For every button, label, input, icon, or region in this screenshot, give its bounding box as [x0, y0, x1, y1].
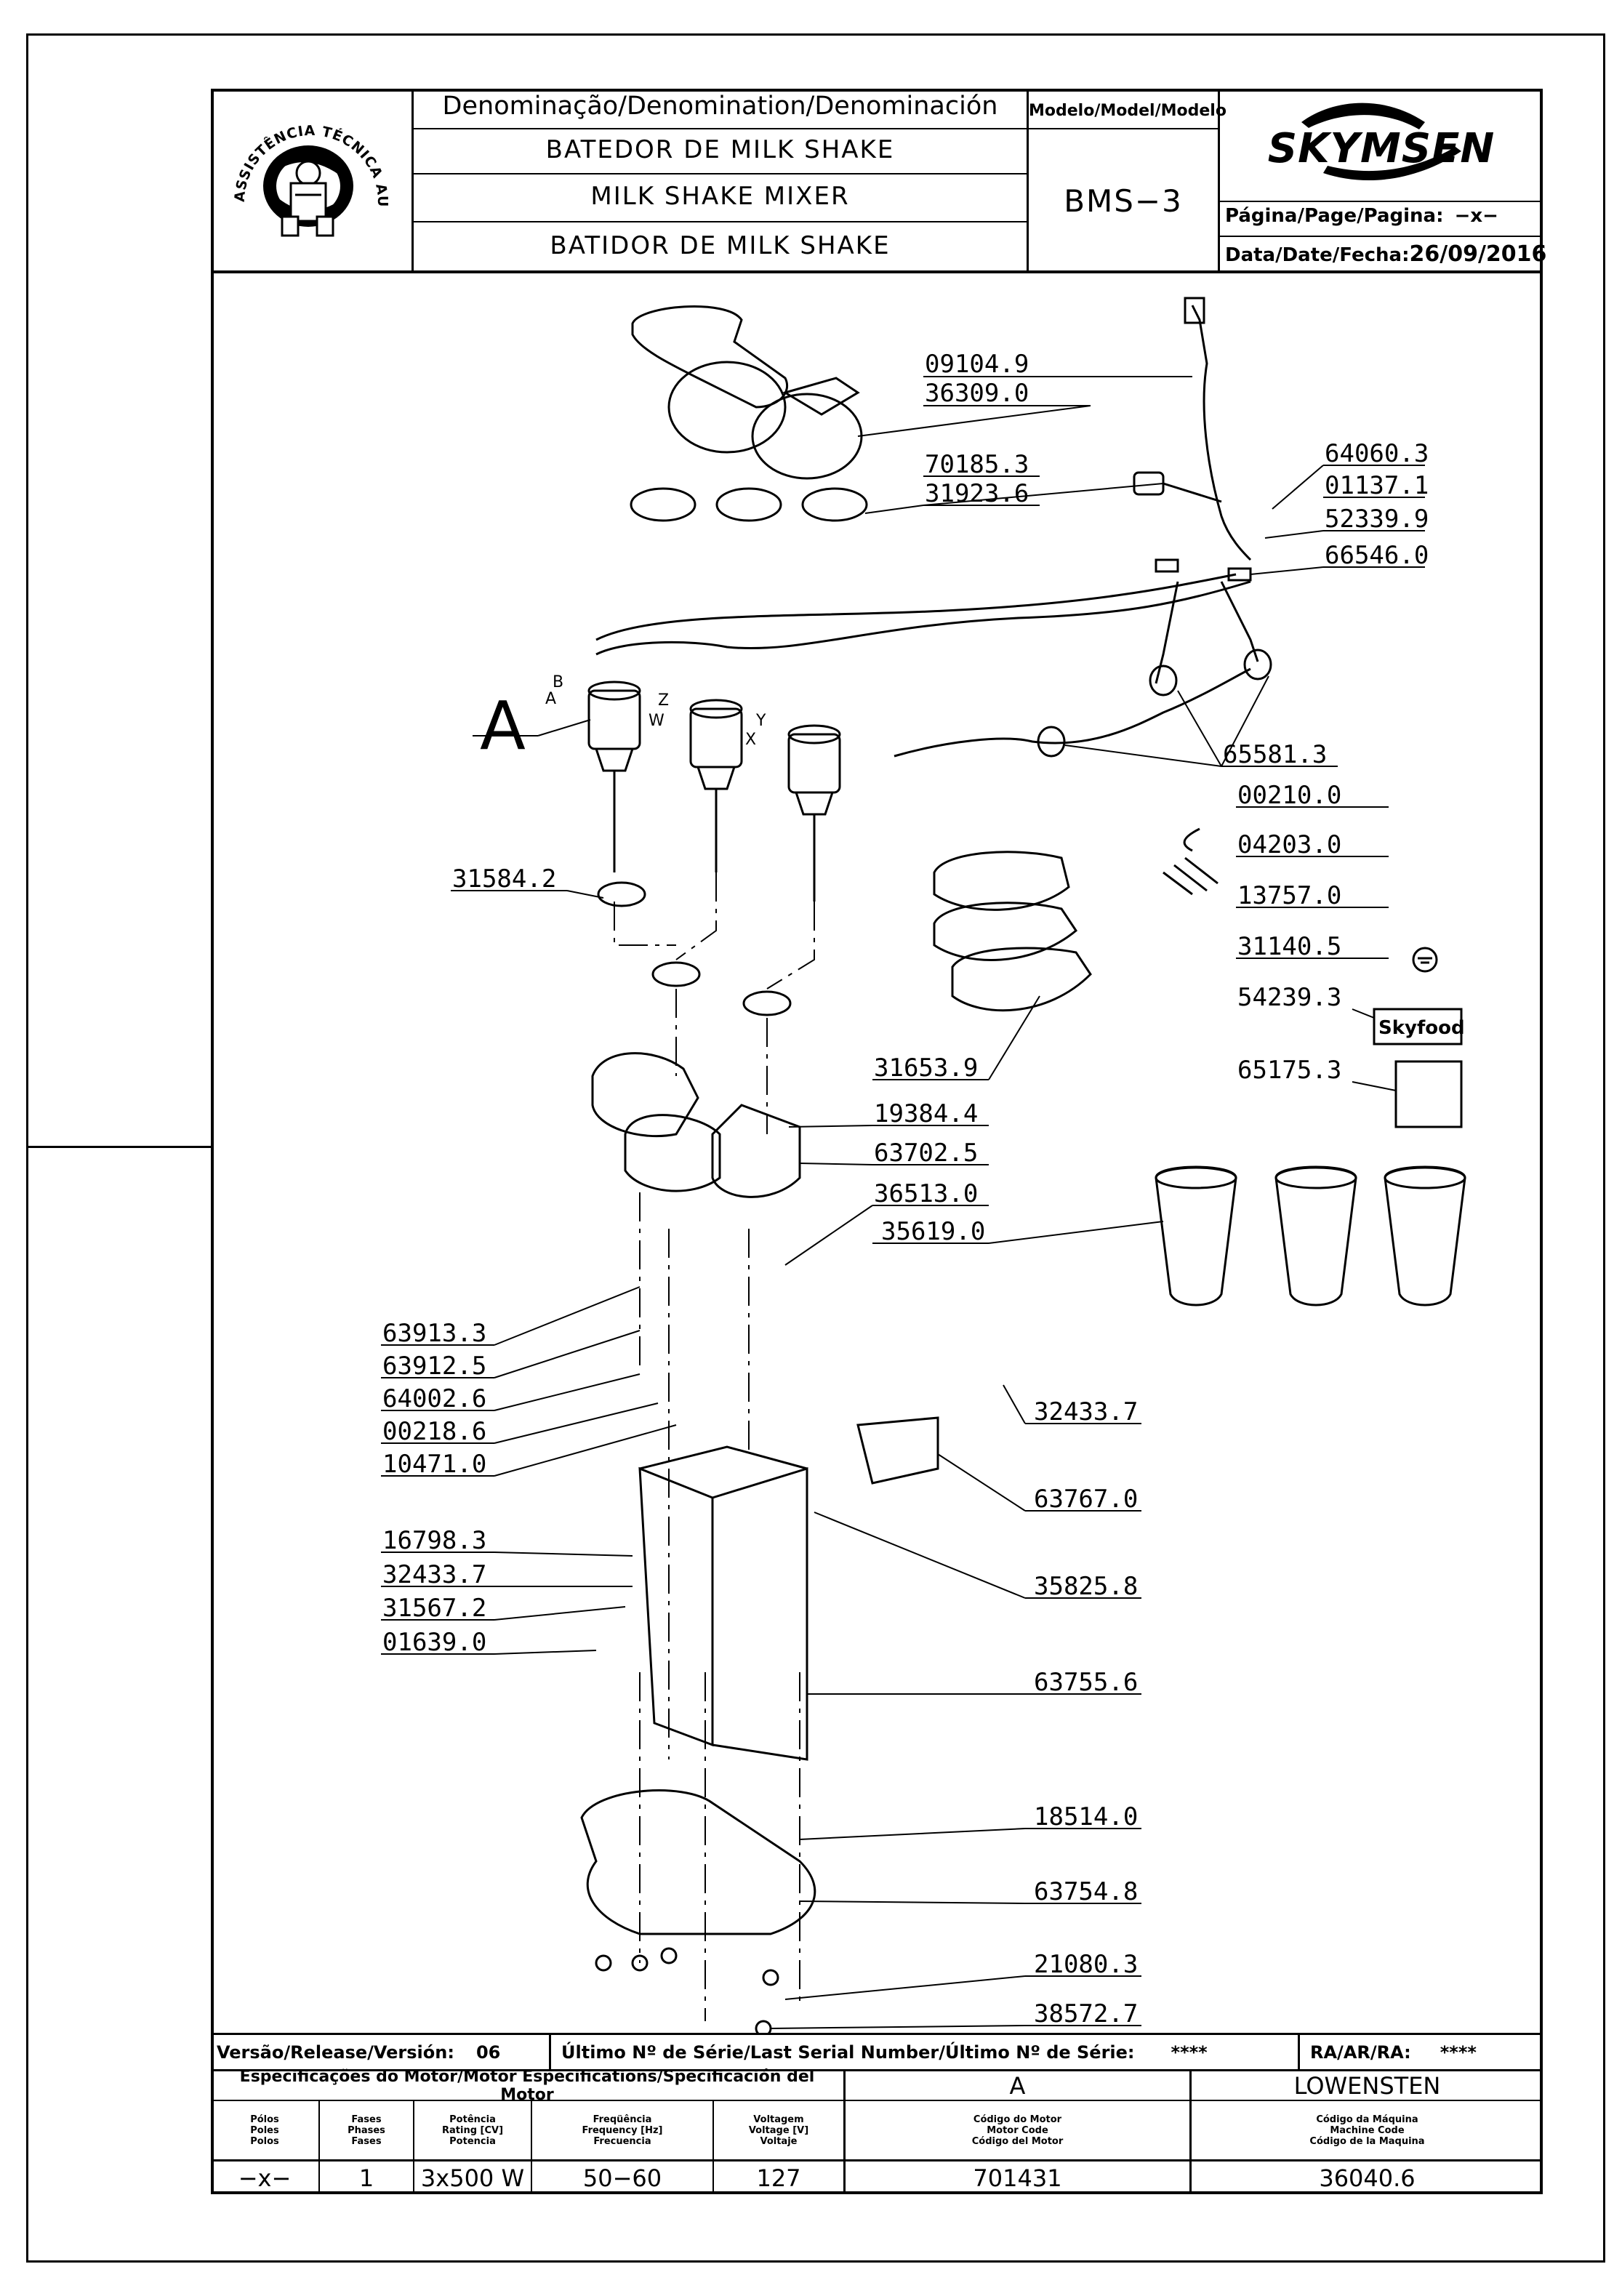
outer-frame — [26, 33, 1605, 2263]
part-63755: 63755.6 — [1034, 1668, 1138, 1697]
skymsen-swoosh-icon — [1301, 103, 1461, 180]
part-63912: 63912.5 — [382, 1352, 486, 1381]
sticker-brand: Skyfood — [1378, 1017, 1465, 1039]
part-63767: 63767.0 — [1034, 1485, 1138, 1514]
part-00218: 00218.6 — [382, 1417, 486, 1446]
connector-x: X — [745, 731, 756, 749]
part-70185: 70185.3 — [925, 450, 1029, 479]
col-voltage: Voltagem Voltage [V] Voltaje — [748, 2114, 809, 2147]
part-32433-side: 32433.7 — [382, 1560, 486, 1589]
col-frequency: Freqüência Frequency [Hz] Frecuencia — [582, 2114, 663, 2147]
part-13757: 13757.0 — [1237, 881, 1341, 910]
part-04203: 04203.0 — [1237, 830, 1341, 859]
part-65581: 65581.3 — [1223, 740, 1327, 769]
part-35619: 35619.0 — [881, 1217, 985, 1246]
version-field: Versão/Release/Versión: 06 — [211, 2035, 549, 2069]
part-64002: 64002.6 — [382, 1384, 486, 1413]
part-01137: 01137.1 — [1325, 471, 1429, 500]
part-63754: 63754.8 — [1034, 1877, 1138, 1906]
part-64060: 64060.3 — [1325, 439, 1429, 468]
ra-field: RA/AR/RA: **** — [1300, 2035, 1543, 2069]
connector-b: B — [553, 673, 563, 691]
name-es: BATIDOR DE MILK SHAKE — [550, 231, 891, 260]
part-31923: 31923.6 — [925, 479, 1029, 508]
name-pt: BATEDOR DE MILK SHAKE — [545, 135, 895, 164]
connector-y: Y — [755, 712, 766, 730]
part-10471: 10471.0 — [382, 1450, 486, 1479]
model-label: Modelo/Model/Modelo — [1029, 102, 1226, 120]
left-separator — [26, 1146, 213, 1148]
motor-group — [587, 681, 841, 902]
part-00210: 00210.0 — [1237, 781, 1341, 810]
view-letter-a: A — [480, 687, 526, 765]
date-value: 26/09/2016 — [1409, 241, 1547, 267]
machine-code-value: 36040.6 — [1319, 2164, 1416, 2192]
date-field: Data/Date/Fecha:26/09/2016 — [1225, 241, 1546, 267]
part-31653: 31653.9 — [874, 1053, 978, 1083]
motor-letter: A — [1009, 2071, 1026, 2100]
title-block: ASSISTÊNCIA TÉCNICA AUTORIZADA Denominaç… — [211, 89, 1546, 273]
part-36309: 36309.0 — [925, 379, 1029, 408]
part-31584: 31584.2 — [452, 864, 556, 894]
part-54239: 54239.3 — [1237, 983, 1341, 1012]
part-63913: 63913.3 — [382, 1319, 486, 1348]
part-66546: 66546.0 — [1325, 541, 1429, 570]
ra-value: **** — [1440, 2042, 1477, 2063]
model-value: BMS−3 — [1064, 183, 1183, 219]
frequency-value: 50−60 — [582, 2164, 662, 2192]
connector-a: A — [545, 690, 556, 708]
version-label: Versão/Release/Versión: — [217, 2042, 454, 2063]
part-52339: 52339.9 — [1325, 505, 1429, 534]
page-field: Página/Page/Pagina: −x− — [1225, 205, 1498, 227]
part-32433-top: 32433.7 — [1034, 1397, 1138, 1426]
serial-field: Último Nº de Série/Last Serial Number/Úl… — [551, 2035, 1298, 2069]
phases-value: 1 — [358, 2164, 374, 2192]
serial-label: Último Nº de Série/Last Serial Number/Úl… — [561, 2042, 1135, 2063]
part-09104: 09104.9 — [925, 350, 1029, 379]
connector-w: W — [649, 712, 665, 730]
poles-value: −x− — [238, 2164, 292, 2192]
part-16798: 16798.3 — [382, 1526, 486, 1555]
manufacturer: LOWENSTEN — [1293, 2071, 1441, 2100]
part-19384: 19384.4 — [874, 1099, 978, 1128]
part-63702: 63702.5 — [874, 1139, 978, 1168]
part-18514: 18514.0 — [1034, 1802, 1138, 1831]
page-value: −x− — [1454, 205, 1498, 227]
ra-label: RA/AR/RA: — [1310, 2042, 1411, 2063]
power-value: 3x500 W — [420, 2164, 525, 2192]
version-value: 06 — [475, 2042, 501, 2063]
exploded-parts-diagram: A B A Z W Y X 09104.9 36309.0 70185.3 31… — [381, 297, 1466, 2033]
name-en: MILK SHAKE MIXER — [590, 182, 850, 211]
col-machine-code: Código da Máquina Machine Code Código de… — [1309, 2114, 1425, 2147]
part-36513: 36513.0 — [874, 1179, 978, 1208]
drawing-sheet — [211, 89, 1543, 2194]
part-38572: 38572.7 — [1034, 1999, 1138, 2028]
brand-name: SKYMSEN — [1267, 125, 1495, 172]
serial-value: **** — [1171, 2042, 1208, 2063]
col-motor-code: Código do Motor Motor Code Código del Mo… — [971, 2114, 1064, 2147]
footer-table: Versão/Release/Versión: 06 Último Nº de … — [211, 2033, 1543, 2194]
col-power: Potência Rating [CV] Potencia — [441, 2114, 504, 2147]
part-01639: 01639.0 — [382, 1628, 486, 1657]
date-label: Data/Date/Fecha: — [1225, 244, 1410, 266]
col-phases: Fases Phases Fases — [348, 2114, 385, 2147]
part-31567: 31567.2 — [382, 1594, 486, 1623]
page-label: Página/Page/Pagina: — [1225, 205, 1444, 227]
part-21080: 21080.3 — [1034, 1950, 1138, 1979]
denomination-label: Denominação/Denomination/Denominación — [442, 92, 998, 121]
voltage-value: 127 — [756, 2164, 801, 2192]
technical-assistance-logo: ASSISTÊNCIA TÉCNICA AUTORIZADA — [215, 93, 390, 237]
part-35825: 35825.8 — [1034, 1572, 1138, 1601]
col-poles: Pólos Poles Polos — [250, 2114, 279, 2147]
part-31140: 31140.5 — [1237, 932, 1341, 961]
connector-z: Z — [658, 691, 669, 710]
part-65175: 65175.3 — [1237, 1056, 1341, 1085]
motor-code-value: 701431 — [973, 2164, 1062, 2192]
motor-spec-label: Especificações do Motor/Motor Especifica… — [239, 2067, 815, 2104]
